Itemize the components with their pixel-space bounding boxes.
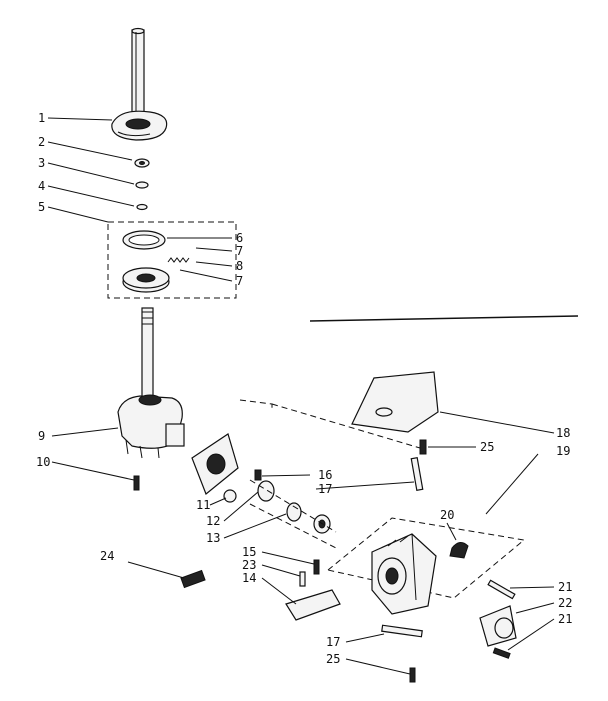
callout-25b: 25	[326, 652, 340, 666]
callout-17b: 17	[326, 635, 340, 649]
callout-17a: 17	[318, 482, 332, 496]
shield-plate-part-18	[351, 371, 439, 433]
washer-part-3	[135, 181, 149, 189]
callout-20: 20	[440, 508, 454, 522]
callout-21b: 21	[558, 612, 572, 626]
callout-14: 14	[242, 571, 256, 585]
nut-part-11	[223, 489, 237, 503]
callout-25a: 25	[480, 440, 494, 454]
capacitor-part-22	[479, 605, 517, 647]
drive-shaft	[141, 307, 154, 399]
rod-part-17-upper	[410, 457, 424, 491]
callout-15: 15	[242, 545, 256, 559]
switch-part-20	[449, 542, 469, 559]
pin-part-21-upper	[487, 579, 516, 600]
callout-21a: 21	[558, 580, 572, 594]
callout-4: 4	[38, 179, 45, 193]
callout-12: 12	[206, 514, 220, 528]
callout-9: 9	[38, 429, 45, 443]
motor	[371, 533, 437, 615]
callout-23: 23	[242, 558, 256, 572]
screw-part-25-upper	[419, 439, 427, 455]
pin-part-21-lower	[492, 647, 511, 659]
screw-part-10	[133, 475, 140, 491]
callout-7b: 7	[236, 274, 243, 288]
rod-part-17-lower	[381, 624, 423, 638]
callout-16: 16	[318, 468, 332, 482]
callout-labels: 1 2 3 4 5 6 7 8 7 9 10 11 12 13 16 17 18…	[36, 111, 572, 666]
callout-2: 2	[38, 135, 45, 149]
callout-18: 18	[556, 426, 570, 440]
callout-3: 3	[38, 156, 45, 170]
screw-part-23	[299, 571, 306, 587]
bracket-part-14	[285, 589, 341, 621]
callout-7a: 7	[236, 244, 243, 258]
leader-lines	[47, 117, 555, 675]
callout-22: 22	[558, 596, 572, 610]
gearcase-part-9	[117, 394, 185, 459]
agitator-shaft-top	[131, 27, 145, 126]
callout-8: 8	[236, 259, 243, 273]
screw-part-16	[254, 469, 262, 481]
callout-24: 24	[100, 549, 114, 563]
callout-1: 1	[38, 111, 45, 125]
callout-10: 10	[36, 455, 50, 469]
separator-rule	[309, 315, 579, 322]
spring-part-8	[167, 257, 190, 263]
callout-19: 19	[556, 444, 570, 458]
callout-11: 11	[196, 498, 210, 512]
callout-5: 5	[38, 200, 45, 214]
clip-part-24	[180, 569, 206, 589]
callout-13: 13	[206, 531, 220, 545]
screw-part-25-lower	[409, 667, 416, 683]
kit-box-part-5	[107, 221, 237, 299]
washer-part-4	[136, 203, 148, 211]
bearing-part-7	[122, 267, 170, 293]
pump-plate	[191, 433, 239, 495]
callout-6: 6	[236, 231, 243, 245]
cam-part-1	[111, 110, 168, 141]
screw-part-15	[313, 559, 320, 575]
